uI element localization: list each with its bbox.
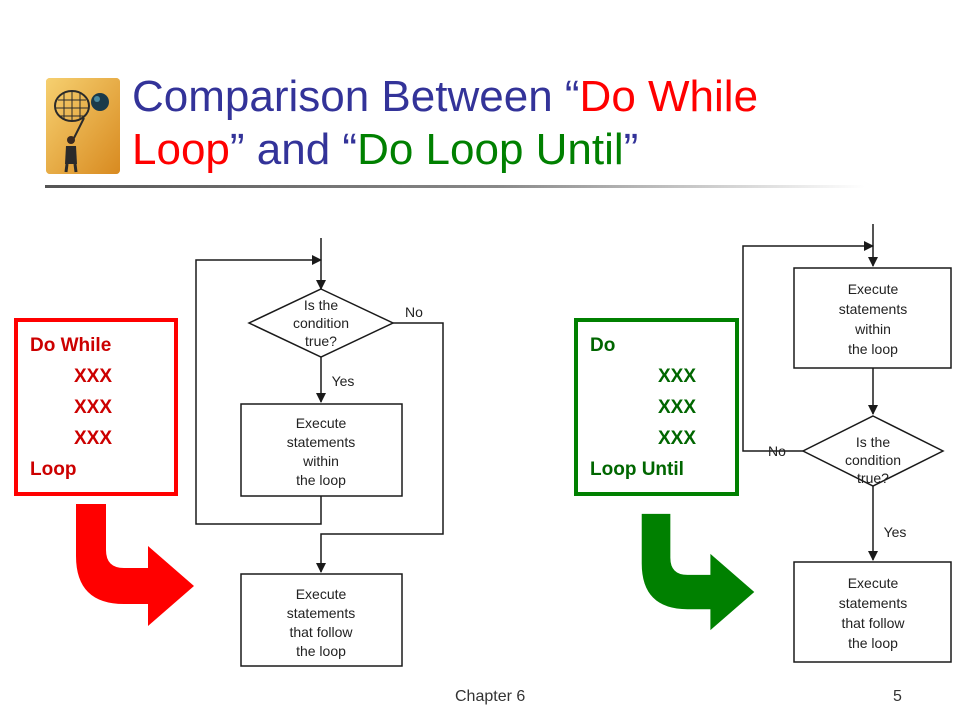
title-do-while-line2: Loop [132, 125, 230, 174]
title-part3: ” [623, 125, 639, 174]
red-curved-arrow-icon [76, 504, 194, 626]
exit-text: that follow [289, 624, 353, 640]
footer-chapter: Chapter 6 [455, 688, 526, 705]
code-line: XXX [74, 428, 113, 449]
decision-text: Is the [304, 297, 338, 313]
slide-title: Comparison Between “Do While Loop” and “… [132, 70, 932, 176]
exit-text: the loop [848, 635, 898, 651]
yes-label: Yes [884, 524, 907, 540]
decision-text: true? [305, 333, 337, 349]
exit-text: Execute [296, 586, 347, 602]
code-line: Do [590, 335, 616, 356]
code-line: Loop Until [590, 459, 684, 480]
businessman-net-clipart-icon [46, 78, 120, 174]
code-line: XXX [658, 366, 697, 387]
green-curved-arrow-icon [641, 513, 755, 631]
do-while-code-box: Do While XXX XXX XXX Loop [14, 318, 178, 496]
exit-box [240, 573, 403, 667]
exit-text: statements [839, 595, 907, 611]
exit-text: the loop [296, 643, 346, 659]
process-text: Execute [848, 281, 899, 297]
no-arrow [316, 322, 444, 573]
code-line: XXX [658, 428, 697, 449]
decision-text: condition [293, 315, 349, 331]
no-label: No [405, 304, 423, 320]
title-part2: ” and “ [229, 125, 358, 174]
code-line: Loop [30, 459, 77, 480]
code-line: XXX [658, 397, 697, 418]
code-line: XXX [74, 397, 113, 418]
loop-back-arrow [742, 241, 874, 452]
no-label: No [768, 443, 786, 459]
exit-text: that follow [841, 615, 905, 631]
code-line: Do While [30, 335, 112, 356]
process-text: within [302, 453, 339, 469]
title-part1: Comparison Between “ [132, 72, 580, 121]
decision-text: true? [857, 470, 889, 486]
exit-box [793, 561, 952, 663]
process-text: the loop [296, 472, 346, 488]
title-underline [45, 185, 865, 188]
loop-back-arrow [195, 255, 322, 525]
yes-label: Yes [332, 373, 355, 389]
process-text: the loop [848, 341, 898, 357]
process-text: statements [287, 434, 355, 450]
code-line: XXX [74, 366, 113, 387]
process-text: within [854, 321, 891, 337]
exit-text: Execute [848, 575, 899, 591]
loop-body-box [793, 267, 952, 369]
decision-text: condition [845, 452, 901, 468]
decision-text: Is the [856, 434, 890, 450]
do-loop-until-flowchart: Execute statements within the loop Is th… [742, 224, 952, 663]
process-text: statements [839, 301, 907, 317]
footer-page-number: 5 [893, 688, 902, 705]
do-while-flowchart: Is the condition true? No Yes Execute st… [195, 238, 444, 667]
process-text: Execute [296, 415, 347, 431]
do-loop-until-code-box: Do XXX XXX XXX Loop Until [574, 318, 739, 496]
title-do-while-line1: Do While [579, 72, 759, 121]
title-do-loop-until: Do Loop Until [357, 125, 624, 174]
exit-text: statements [287, 605, 355, 621]
